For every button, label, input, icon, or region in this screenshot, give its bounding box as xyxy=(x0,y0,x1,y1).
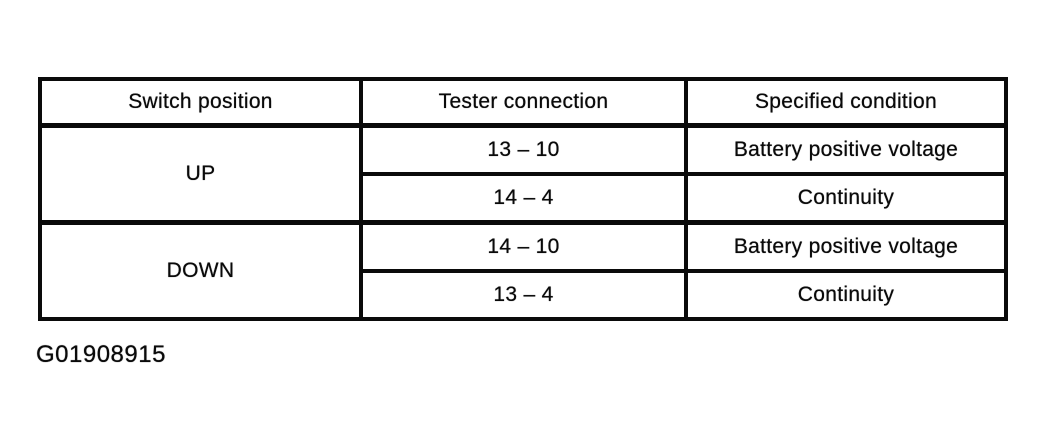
column-header-switch-position: Switch position xyxy=(38,77,363,128)
specified-condition-cell: Battery positive voltage xyxy=(684,220,1008,273)
switch-position-cell-up: UP xyxy=(38,123,363,225)
table-row: 14 – 4 Continuity xyxy=(40,172,1008,225)
tester-connection-cell: 13 – 4 xyxy=(359,269,688,321)
tester-connection-cell: 14 – 10 xyxy=(359,220,688,273)
specified-condition-cell: Continuity xyxy=(684,269,1008,321)
tester-connection-cell: 14 – 4 xyxy=(359,172,688,225)
figure-id: G01908915 xyxy=(36,341,166,368)
tester-connection-cell: 13 – 10 xyxy=(359,123,688,176)
switch-test-table-container: Switch position Tester connection Specif… xyxy=(38,77,1008,321)
switch-position-cell-down: DOWN xyxy=(38,220,363,321)
table-row: 13 – 4 Continuity xyxy=(40,269,1008,321)
specified-condition-cell: Battery positive voltage xyxy=(684,123,1008,176)
column-header-tester-connection: Tester connection xyxy=(359,77,688,128)
column-header-specified-condition: Specified condition xyxy=(684,77,1008,128)
header-row: Switch position Tester connection Specif… xyxy=(38,77,1008,128)
specified-condition-cell: Continuity xyxy=(684,172,1008,225)
table-row: DOWN 14 – 10 Battery positive voltage xyxy=(38,220,1008,321)
table-row: UP 13 – 10 Battery positive voltage xyxy=(38,123,1008,225)
switch-test-table: Switch position Tester connection Specif… xyxy=(38,77,1008,321)
